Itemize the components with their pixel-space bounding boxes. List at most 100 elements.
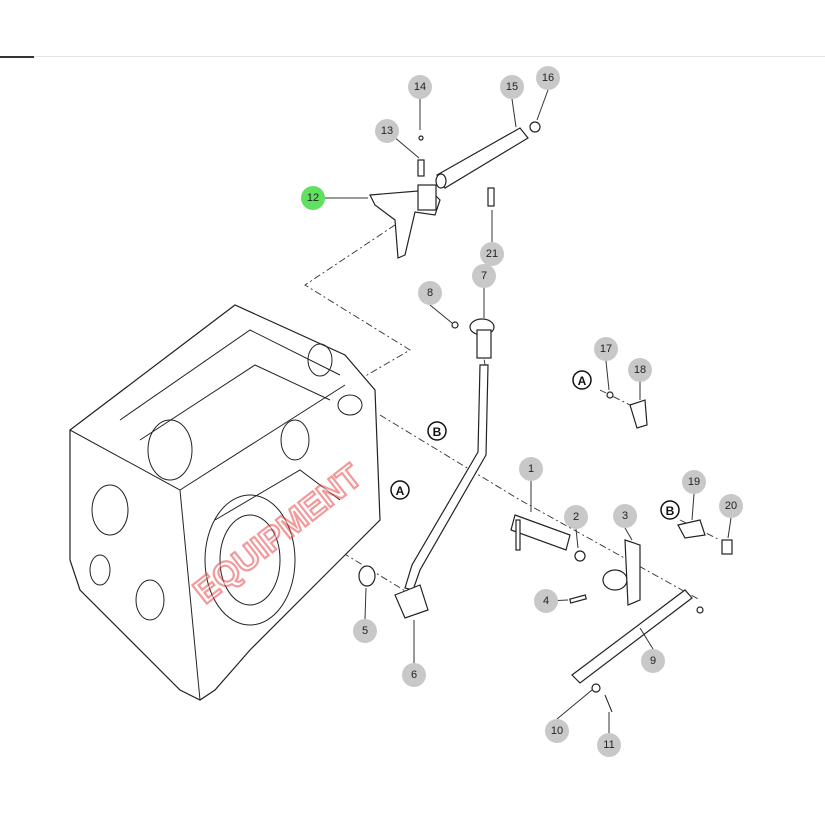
callout-14[interactable]: 14: [408, 75, 432, 99]
callout-circle: [500, 75, 524, 99]
callout-circle: [564, 505, 588, 529]
ball: [418, 135, 424, 141]
reference-mark-A: A: [572, 370, 592, 390]
callout-label: 2: [573, 511, 579, 523]
bolt: [629, 399, 648, 429]
callout-2[interactable]: 2: [564, 505, 588, 529]
leader-line: [429, 304, 453, 324]
o-ring: [574, 550, 586, 562]
callout-circle: [594, 337, 618, 361]
callout-circle: [402, 663, 426, 687]
leader-line: [727, 517, 732, 539]
callout-circle: [628, 358, 652, 382]
leader-line: [575, 528, 579, 549]
leader-line: [605, 360, 610, 391]
callout-label: 17: [600, 343, 612, 355]
shift-link-rod: [394, 364, 489, 619]
callout-13[interactable]: 13: [375, 119, 399, 143]
pin: [487, 187, 495, 207]
callout-label: 1: [528, 463, 534, 475]
callout-circle: [418, 281, 442, 305]
callout-circle: [408, 75, 432, 99]
callout-3[interactable]: 3: [613, 504, 637, 528]
callout-circle: [545, 719, 569, 743]
callout-label: 20: [725, 500, 737, 512]
reference-mark-B: B: [660, 500, 680, 520]
callout-circle: [375, 119, 399, 143]
callout-label: 21: [486, 248, 498, 260]
shift-fork: [369, 184, 441, 259]
bolt-20: [721, 539, 733, 555]
callout-9[interactable]: 9: [641, 649, 665, 673]
lever: [602, 539, 641, 606]
callout-19[interactable]: 19: [682, 470, 706, 494]
reference-mark-A: A: [390, 480, 410, 500]
callout-circle: [719, 494, 743, 518]
callout-circle: [472, 264, 496, 288]
header-divider-accent: [0, 56, 34, 58]
callout-circle: [613, 504, 637, 528]
callout-21[interactable]: 21: [480, 242, 504, 266]
reference-mark-B: B: [427, 421, 447, 441]
callout-label: 15: [506, 81, 518, 93]
callout-5[interactable]: 5: [353, 619, 377, 643]
callout-4[interactable]: 4: [534, 589, 558, 613]
washer: [358, 565, 376, 587]
shift-arm-boss: [451, 318, 495, 359]
roll-pin: [569, 594, 587, 604]
callout-label: 11: [603, 739, 614, 751]
callout-label: 8: [427, 287, 433, 299]
callout-18[interactable]: 18: [628, 358, 652, 382]
callout-12[interactable]: 12: [301, 186, 325, 210]
callout-20[interactable]: 20: [719, 494, 743, 518]
callout-label: 14: [414, 81, 426, 93]
callout-17[interactable]: 17: [594, 337, 618, 361]
callout-label: 7: [481, 270, 487, 282]
callout-circle: [353, 619, 377, 643]
reference-label: A: [396, 484, 405, 498]
callout-label: 10: [551, 725, 563, 737]
leader-line: [536, 89, 549, 121]
linkage-bar: [571, 589, 704, 684]
callout-circle: [597, 733, 621, 757]
leader-line: [691, 493, 695, 521]
callout-circle: [682, 470, 706, 494]
bracket-plate: [677, 519, 706, 539]
callout-label: 12: [307, 192, 319, 204]
reference-marks: A B A B: [390, 370, 680, 520]
callout-label: 3: [622, 510, 628, 522]
callout-label: 9: [650, 655, 656, 667]
cotter-pin: [604, 694, 613, 713]
callout-circle: [480, 242, 504, 266]
callout-label: 19: [688, 476, 700, 488]
spring: [417, 159, 425, 177]
callout-label: 5: [362, 625, 368, 637]
reference-label: A: [578, 374, 587, 388]
header-divider: [0, 56, 825, 57]
callout-1[interactable]: 1: [519, 457, 543, 481]
callout-label: 6: [411, 669, 417, 681]
washer-small: [591, 683, 601, 693]
callout-circle: [641, 649, 665, 673]
callout-6[interactable]: 6: [402, 663, 426, 687]
callout-7[interactable]: 7: [472, 264, 496, 288]
callout-circle: [534, 589, 558, 613]
callout-16[interactable]: 16: [536, 66, 560, 90]
shift-rod: [435, 127, 529, 189]
lever-shaft: [510, 514, 571, 551]
washer-17: [606, 391, 614, 399]
callout-circle: [301, 186, 325, 210]
callout-15[interactable]: 15: [500, 75, 524, 99]
callout-10[interactable]: 10: [545, 719, 569, 743]
reference-label: B: [666, 504, 675, 518]
callout-label: 4: [543, 595, 549, 607]
leader-line: [556, 689, 593, 720]
reference-label: B: [433, 425, 442, 439]
callout-11[interactable]: 11: [597, 733, 621, 757]
leader-line: [639, 627, 654, 650]
callout-circle: [536, 66, 560, 90]
leader-line: [624, 527, 633, 541]
callout-8[interactable]: 8: [418, 281, 442, 305]
